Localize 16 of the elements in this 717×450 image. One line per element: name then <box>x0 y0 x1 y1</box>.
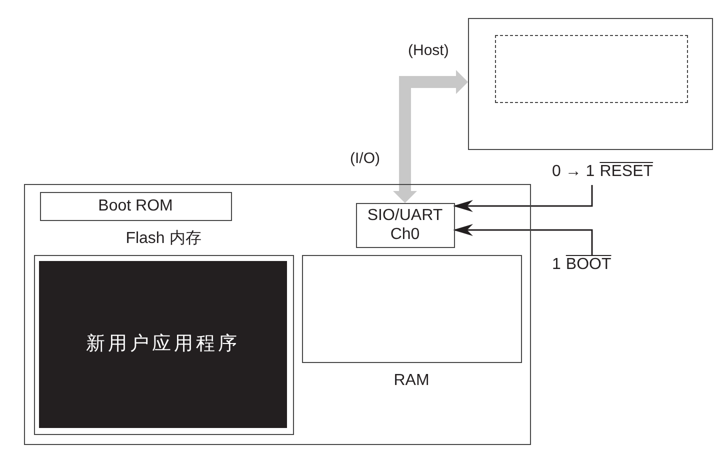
signal-level: 1 <box>552 256 561 274</box>
port-label: (Host) <box>408 42 449 59</box>
box-label: Flash 内存 <box>126 228 202 248</box>
signal-name: RESET <box>600 163 654 181</box>
uart-box <box>356 202 454 248</box>
boot-rom-box <box>40 192 232 220</box>
dashed-region <box>494 34 688 102</box>
block-label: 新用户应用程序 <box>85 333 241 356</box>
signal-name: BOOT <box>566 256 612 274</box>
box-label: RAM <box>394 372 430 390</box>
signal-level: 0 → 1 <box>552 163 595 181</box>
port-label: (I/O) <box>350 150 380 167</box>
host-box <box>468 18 713 150</box>
box-label: SIO/UART Ch0 <box>366 206 444 244</box>
box-label: Boot ROM <box>97 196 174 216</box>
chip-box <box>24 184 531 445</box>
